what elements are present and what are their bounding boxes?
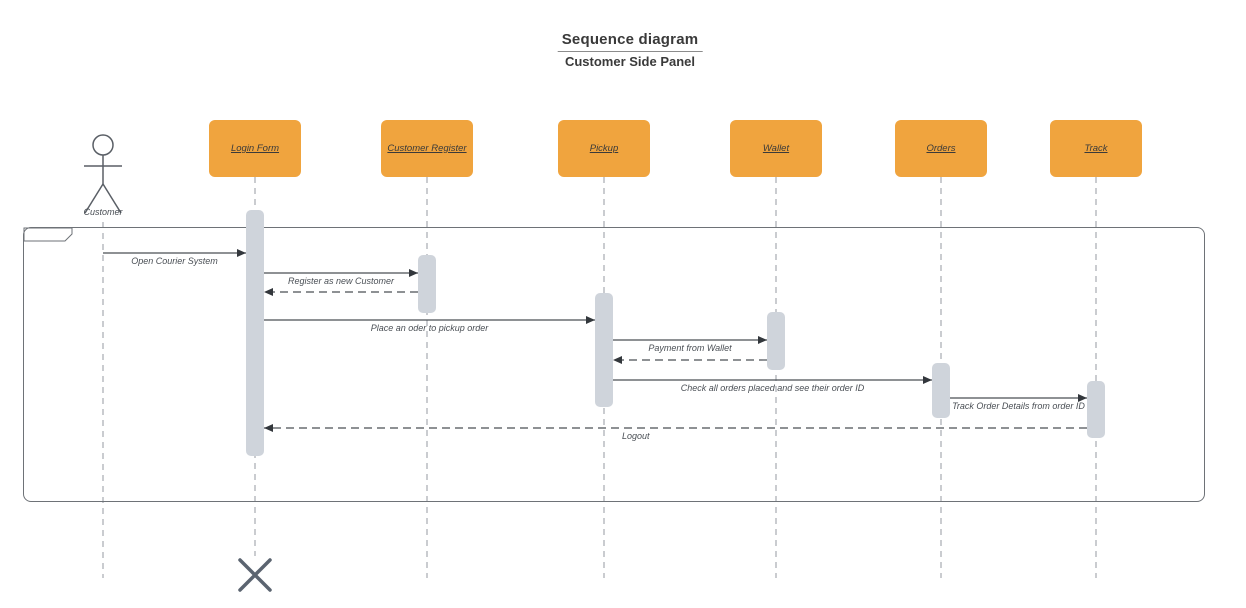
message-label: Check all orders placed and see their or…: [680, 383, 865, 393]
actor-label: Customer: [83, 207, 123, 217]
activation-bar[interactable]: [767, 312, 785, 370]
activation-bar[interactable]: [1087, 381, 1105, 438]
participant-box-track[interactable]: Track: [1050, 120, 1142, 177]
message-label: Open Courier System: [131, 256, 218, 266]
destroy-x-icon: [238, 558, 272, 592]
diagram-title: Sequence diagram: [557, 31, 703, 52]
message-label: Payment from Wallet: [648, 343, 732, 353]
participant-box-pickup[interactable]: Pickup: [558, 120, 650, 177]
participant-box-wallet[interactable]: Wallet: [730, 120, 822, 177]
activation-bar[interactable]: [246, 210, 264, 456]
diagram-title-block: Sequence diagram Customer Side Panel: [557, 31, 703, 69]
message-label: Logout: [622, 431, 650, 441]
participant-box-customer-register[interactable]: Customer Register: [381, 120, 473, 177]
participant-box-orders[interactable]: Orders: [895, 120, 987, 177]
actor-leg-left: [84, 183, 104, 214]
interaction-frame[interactable]: [23, 227, 1205, 502]
message-label: Place an oder to pickup order: [370, 323, 489, 333]
message-label: Track Order Details from order ID: [952, 401, 1085, 411]
activation-bar[interactable]: [418, 255, 436, 313]
diagram-subtitle: Customer Side Panel: [564, 54, 696, 69]
frame-name-tab: [23, 227, 73, 242]
actor-figure[interactable]: [84, 134, 122, 214]
activation-bar[interactable]: [595, 293, 613, 407]
participant-box-login-form[interactable]: Login Form: [209, 120, 301, 177]
actor-leg-right: [102, 183, 122, 214]
message-label: Register as new Customer: [287, 276, 395, 286]
activation-bar[interactable]: [932, 363, 950, 418]
